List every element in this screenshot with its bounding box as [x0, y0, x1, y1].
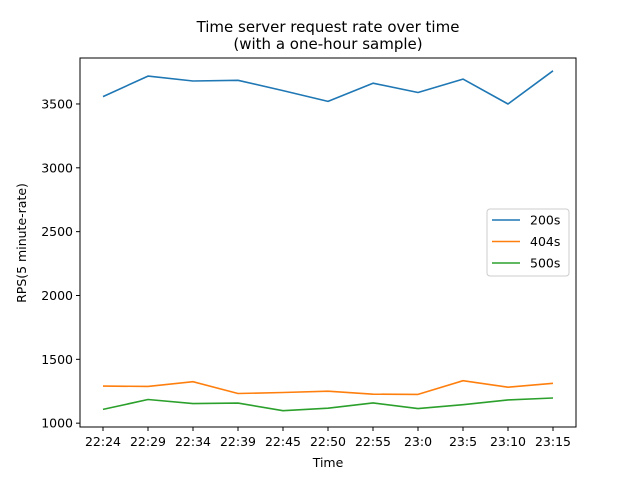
x-tick-label: 22:39 [220, 434, 256, 449]
x-tick-label: 23:0 [404, 434, 432, 449]
y-axis-label: RPS(5 minute-rate) [14, 183, 29, 303]
x-tick-label: 22:55 [355, 434, 391, 449]
x-tick-label: 22:34 [175, 434, 211, 449]
series-line-500s [102, 397, 554, 412]
series-line-200s [102, 70, 554, 105]
x-axis-label: Time [312, 455, 344, 470]
y-tick-label: 2000 [41, 288, 73, 303]
x-tick-label: 23:5 [449, 434, 477, 449]
x-tick-label: 22:24 [85, 434, 121, 449]
chart-subtitle: (with a one-hour sample) [233, 35, 422, 53]
x-tick-label: 22:50 [310, 434, 346, 449]
legend-label: 500s [530, 256, 560, 271]
chart-title: Time server request rate over time [196, 18, 460, 36]
plot-lines [102, 70, 554, 412]
y-tick-label: 3500 [41, 96, 73, 111]
legend-label: 200s [530, 213, 560, 228]
y-tick-label: 1000 [41, 416, 73, 431]
x-tick-label: 22:29 [130, 434, 166, 449]
y-tick-label: 1500 [41, 352, 73, 367]
y-tick-label: 3000 [41, 160, 73, 175]
x-tick-label: 23:10 [490, 434, 526, 449]
x-tick-label: 23:15 [535, 434, 571, 449]
legend-label: 404s [530, 234, 560, 249]
legend: 200s 404s 500s [486, 208, 570, 277]
y-tick-label: 2500 [41, 224, 73, 239]
x-tick-label: 22:45 [265, 434, 301, 449]
series-line-404s [102, 379, 554, 396]
x-axis: 22:24 22:29 22:34 22:39 22:45 22:50 22:55 23:0 2… [85, 427, 571, 449]
y-axis: 1000 1500 2000 2500 3000 3500 [41, 96, 80, 431]
legend-box [486, 208, 570, 277]
